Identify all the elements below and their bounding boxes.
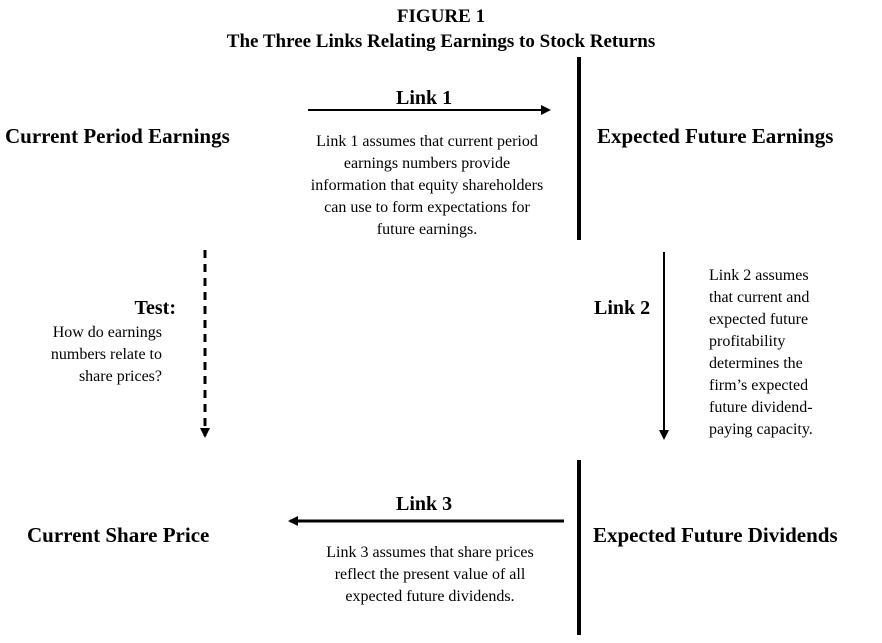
figure-label: FIGURE 1 xyxy=(396,6,486,27)
node-current-period-earnings: Current Period Earnings xyxy=(5,124,230,148)
node-expected-future-dividends: Expected Future Dividends xyxy=(593,523,838,547)
test-question: How do earnings numbers relate to share … xyxy=(50,324,162,385)
link2-label: Link 2 xyxy=(594,297,651,319)
link3-label: Link 3 xyxy=(396,493,453,515)
node-current-share-price: Current Share Price xyxy=(27,523,210,547)
figure-title: The Three Links Relating Earnings to Sto… xyxy=(226,31,656,52)
link1-description: Link 1 assumes that current period earni… xyxy=(310,133,544,238)
link1-label: Link 1 xyxy=(396,87,453,109)
node-expected-future-earnings: Expected Future Earnings xyxy=(597,124,834,148)
link3-description: Link 3 assumes that share prices reflect… xyxy=(326,544,534,605)
link2-description: Link 2 assumes that current and expected… xyxy=(709,267,813,438)
test-label: Test: xyxy=(134,297,176,319)
